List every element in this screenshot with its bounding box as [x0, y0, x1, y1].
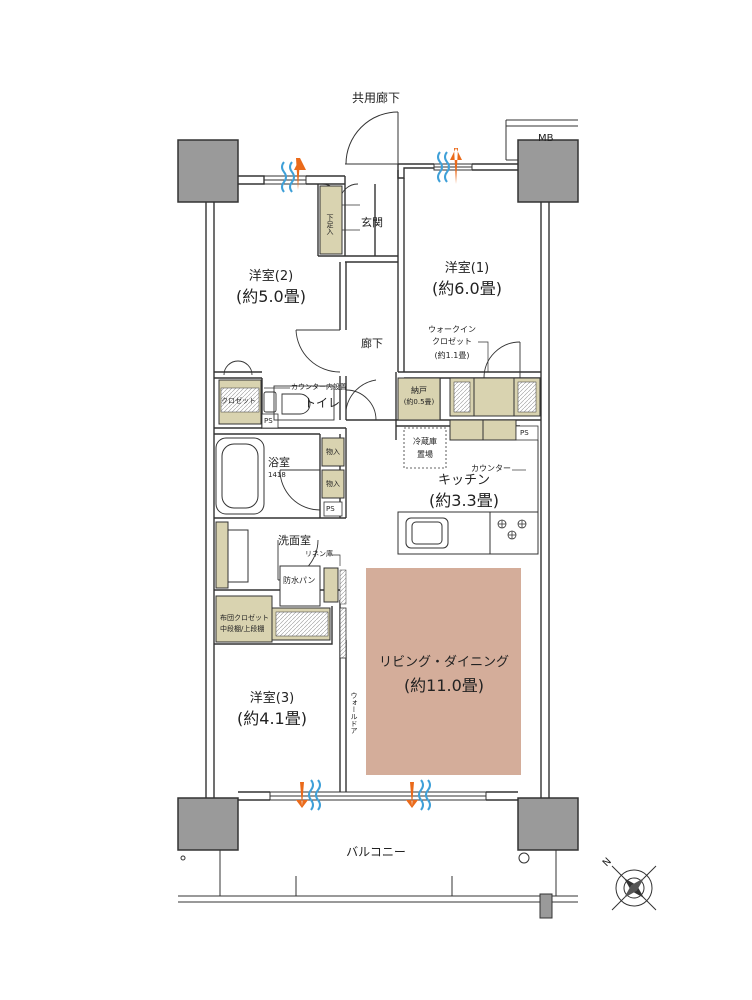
wic-shelves: [449, 377, 541, 441]
fridge-space: [403, 427, 447, 469]
kitchen-name: キッチン: [437, 473, 491, 488]
column-top-left: [177, 139, 239, 203]
bath-storage: [321, 437, 345, 517]
kitchen-counter: [397, 440, 539, 555]
toilet-label: トイレ: [304, 396, 341, 410]
futon-label-2: 中段棚/上段棚: [220, 625, 265, 633]
fridge-label-1: 冷蔵庫: [413, 437, 437, 446]
closet-item-2: 物入: [326, 480, 340, 488]
column-bottom-left: [177, 797, 239, 851]
washroom-label: 洗面室: [278, 534, 311, 547]
balcony-label: バルコニー: [346, 845, 406, 859]
walldoor-label: ウォールドア: [350, 692, 358, 734]
bath-size: 1418: [268, 471, 286, 479]
wall-door: [339, 607, 347, 659]
column-top-right: [517, 139, 579, 203]
balcony: [178, 850, 578, 919]
closet-item-1: 物入: [326, 448, 340, 456]
closet-label: クロゼット: [221, 397, 256, 405]
stove-icon: [497, 519, 527, 540]
room3-size: (約4.1畳): [237, 709, 307, 728]
room1-size: (約6.0畳): [432, 279, 502, 298]
storage-label: 納戸: [411, 386, 427, 395]
room1-name: 洋室(1): [444, 261, 490, 276]
room2-name: 洋室(2): [248, 269, 294, 284]
ventilation-arrow-icon: [281, 148, 462, 811]
wic-size: (約1.1畳): [434, 351, 470, 360]
room3-name: 洋室(3): [249, 691, 295, 706]
wic-label-2: クロゼット: [432, 337, 472, 346]
bath-name: 浴室: [268, 456, 290, 469]
counter-label: カウンター: [471, 464, 511, 473]
storage-room: [397, 377, 441, 421]
wic-label-1: ウォークイン: [428, 325, 476, 334]
living-dining-area: [366, 568, 521, 775]
futon-closet: [215, 595, 331, 643]
linen-label: リネン庫: [305, 550, 333, 558]
ps-label-toilet: PS: [264, 417, 273, 425]
futon-label-1: 布団クロゼット: [220, 614, 269, 622]
mb-label: MB: [538, 133, 554, 144]
bathtub-icon: [215, 437, 265, 515]
toilet-icon: [263, 385, 335, 421]
hallway-label: 廊下: [361, 337, 383, 350]
counter-cabinet-label: カウンター内設置: [291, 383, 347, 391]
mb-box: [505, 119, 578, 161]
column-bottom-right: [517, 797, 579, 851]
front-door-swing: [345, 111, 399, 165]
ld-name: リビング・ダイニング: [378, 655, 510, 670]
ps-label-wic: PS: [520, 429, 529, 437]
window-top-right: [433, 163, 473, 171]
fridge-label-2: 置場: [417, 450, 433, 459]
leader-lines: [264, 341, 526, 566]
window-bottom: [269, 791, 487, 801]
waterproof-pan-label: 防水パン: [283, 576, 316, 585]
compass-icon: [611, 865, 657, 911]
kitchen-size: (約3.3畳): [429, 491, 499, 510]
shoe-cabinet-label: 下足入: [326, 214, 334, 235]
shoe-cabinet: [319, 185, 343, 255]
storage-size: (約0.5畳): [403, 398, 435, 406]
entrance-label: 玄関: [361, 216, 383, 229]
corridor-label: 共用廊下: [351, 91, 401, 105]
ld-size: (約11.0畳): [403, 676, 485, 695]
ps-label-bath: PS: [326, 505, 335, 513]
room2-size: (約5.0畳): [236, 287, 306, 306]
vanity: [215, 521, 347, 607]
